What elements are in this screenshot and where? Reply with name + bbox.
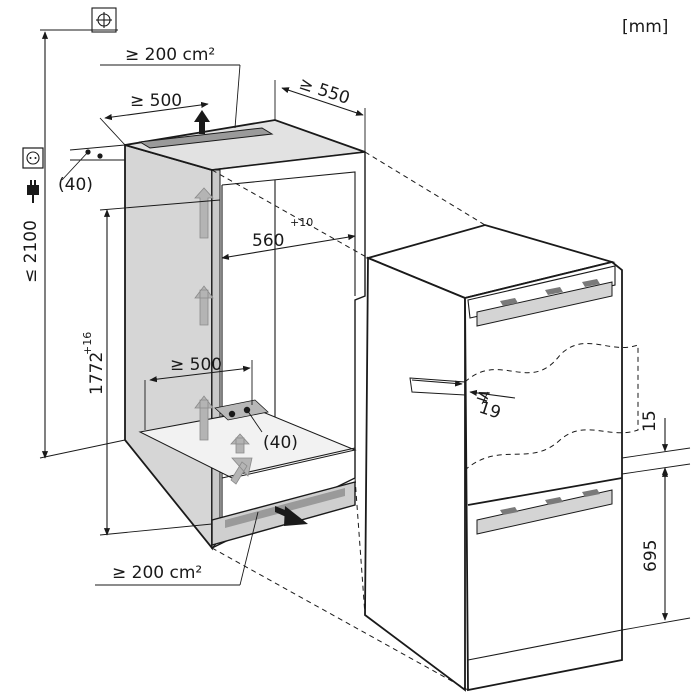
door-gap-label: 15	[640, 410, 660, 432]
door-offset-dimension	[411, 379, 463, 387]
airflow-arrows	[194, 187, 253, 485]
top-depth-label: ≥ 500	[130, 91, 182, 111]
airflow-arrow-icon	[230, 457, 253, 485]
vent-point-1	[228, 410, 236, 418]
inner-vent-plate	[214, 399, 269, 421]
alignment-lines	[211, 151, 486, 691]
inner-depth-dimension	[149, 365, 251, 383]
unit-label: [mm]	[622, 17, 668, 37]
cabinet-niche	[124, 119, 366, 551]
top-vent-area-label: ≥ 200 cm²	[125, 45, 215, 65]
top-width-dimension	[281, 87, 364, 116]
top-width-label: ≥ 550	[296, 74, 352, 109]
appliance-front	[464, 261, 623, 692]
svg-text:+16: +16	[81, 332, 94, 355]
top-gap-label: (40)	[58, 175, 93, 195]
top-vent-grille	[138, 127, 274, 149]
door-offset-prefix: ≤	[473, 384, 493, 407]
top-depth-dimension	[104, 101, 209, 121]
niche-width-dimension	[221, 234, 356, 260]
svg-text:560: 560	[252, 231, 284, 251]
lower-door-height-label: 695	[641, 540, 661, 572]
appliance-side	[364, 256, 466, 692]
top-gap-dimension	[61, 144, 126, 181]
plumb-target-icon	[91, 7, 117, 33]
airflow-arrow-icon	[194, 187, 214, 239]
niche-width-label: 560 +10	[252, 216, 313, 251]
cabinet-side-panel	[124, 143, 213, 551]
inner-gap-label: (40)	[263, 433, 298, 453]
power-plug-icon	[27, 180, 39, 203]
svg-text:+10: +10	[290, 216, 313, 229]
inner-depth-label: ≥ 500	[170, 355, 222, 375]
niche-height-label: 1772 +16	[81, 332, 107, 395]
airflow-arrow-icon	[230, 433, 250, 454]
power-socket-icon	[22, 147, 44, 169]
intake-arrow-icon	[275, 506, 308, 526]
svg-text:1772: 1772	[87, 352, 107, 395]
airflow-arrow-icon	[194, 395, 214, 441]
lower-door-handle	[476, 489, 613, 535]
upper-door-handle	[476, 281, 613, 327]
bottom-vent-area-label: ≥ 200 cm²	[112, 563, 202, 583]
airflow-arrow-icon	[194, 285, 214, 326]
appliance-fridge	[364, 224, 639, 692]
total-height-label: ≤ 2100	[21, 220, 41, 283]
door-cutaway-outline	[464, 342, 639, 472]
